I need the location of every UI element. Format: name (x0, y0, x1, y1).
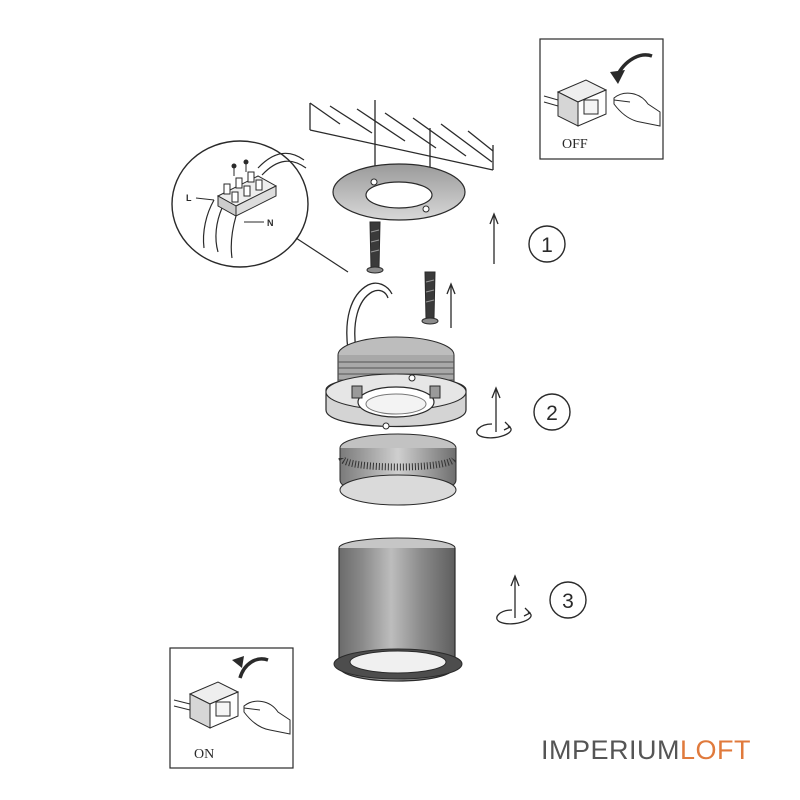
screw-right (421, 271, 439, 325)
svg-text:1: 1 (541, 234, 553, 257)
live-wire-label: L (186, 193, 192, 203)
wiring-detail (171, 140, 349, 273)
ceiling (309, 100, 494, 195)
step-badge-3: 3 (549, 581, 587, 619)
mounting-plate (332, 163, 466, 221)
rotate-arrow-icon-step3 (496, 574, 532, 625)
screw-left (366, 221, 384, 274)
base-unit (325, 336, 467, 430)
neutral-wire-label: N (267, 218, 274, 228)
brand-name-part1: IMPERIUM (541, 735, 680, 765)
rotate-arrow-icon (476, 386, 512, 439)
svg-text:2: 2 (546, 402, 558, 425)
cylinder-housing (333, 537, 463, 682)
power-cable (346, 282, 393, 351)
step-badge-2: 2 (533, 393, 571, 431)
brand-name-part2: LOFT (680, 735, 752, 765)
off-label: OFF (562, 137, 588, 152)
arrow-up-icon (446, 212, 499, 328)
lens-module (338, 433, 458, 506)
switch-off-panel (539, 38, 664, 160)
on-label: ON (194, 747, 214, 762)
switch-on-panel (169, 647, 294, 769)
svg-text:3: 3 (562, 590, 574, 613)
step-badge-1: 1 (528, 225, 566, 263)
brand-watermark: IMPERIUMLOFT (541, 735, 751, 766)
